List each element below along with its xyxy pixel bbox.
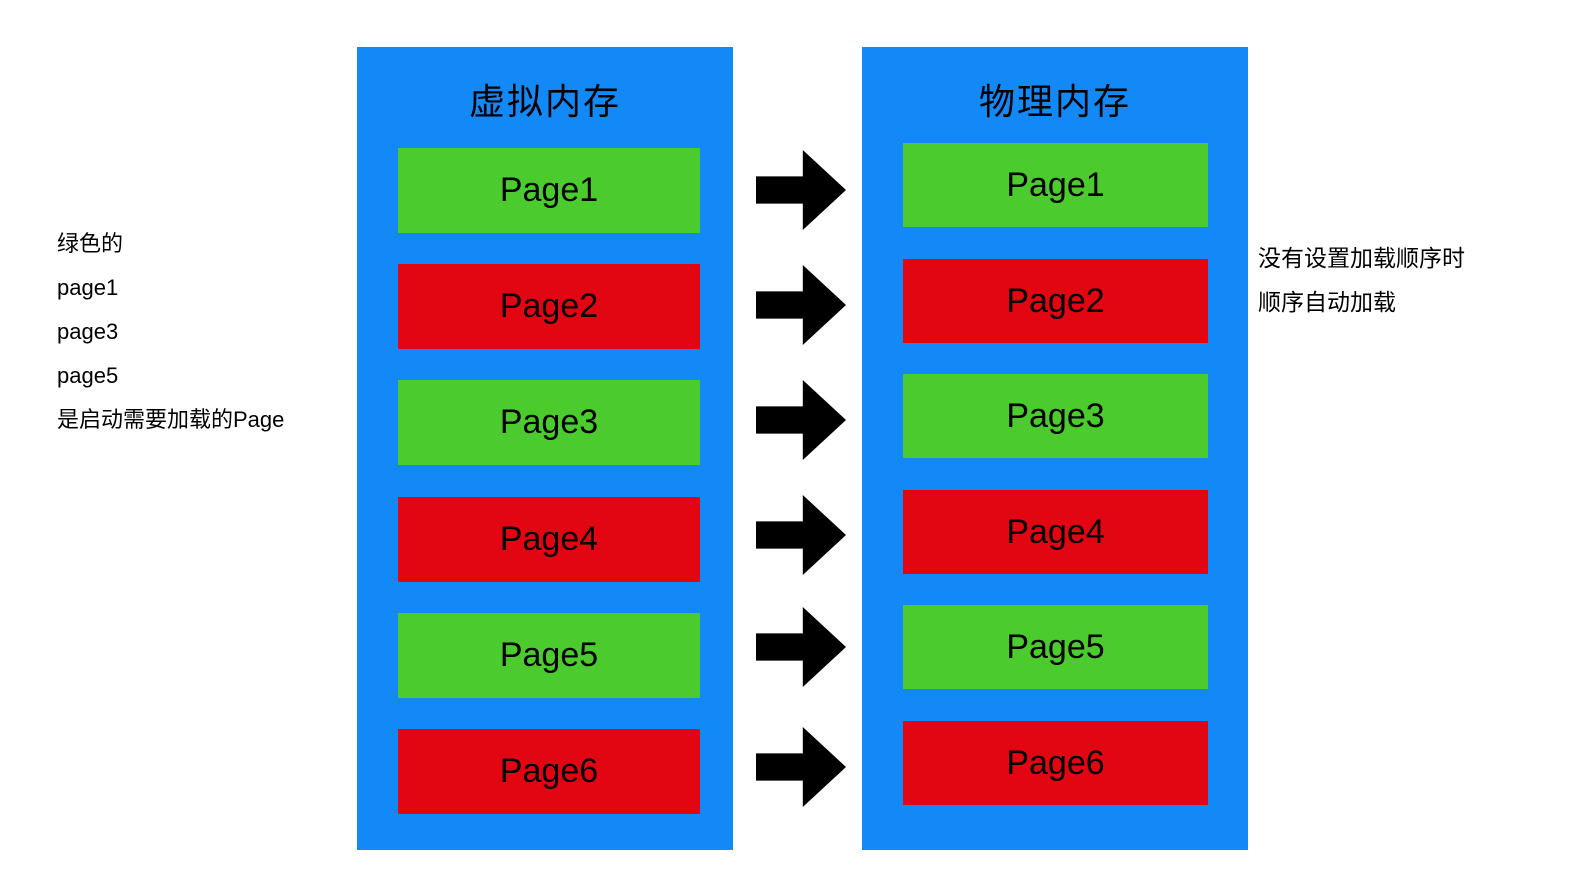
physical-page-box: Page5 xyxy=(903,605,1208,689)
physical-page-box: Page3 xyxy=(903,374,1208,458)
physical-page-box: Page4 xyxy=(903,490,1208,574)
physical-memory-column: 物理内存 Page1 Page2 Page3 Page4 Page5 Page6 xyxy=(862,47,1248,850)
page-label: Page1 xyxy=(499,171,599,209)
virtual-memory-column: 虚拟内存 Page1 Page2 Page3 Page4 Page5 Page6 xyxy=(357,47,733,850)
page-label: Page3 xyxy=(499,403,599,441)
arrow-right-icon xyxy=(756,727,846,807)
green-pages-note: 绿色的 page1 page3 page5 是启动需要加载的Page xyxy=(57,222,284,442)
page-label: Page6 xyxy=(499,752,599,790)
note-line: 是启动需要加载的Page xyxy=(57,407,285,432)
note-line: page1 xyxy=(57,275,119,300)
page-label: Page5 xyxy=(499,636,599,674)
virtual-page-box: Page2 xyxy=(398,264,700,349)
arrow-right-icon xyxy=(756,380,846,460)
arrow-right-icon xyxy=(756,265,846,345)
virtual-memory-title: 虚拟内存 xyxy=(468,81,621,122)
physical-page-box: Page6 xyxy=(903,721,1208,805)
virtual-page-box: Page1 xyxy=(398,148,700,233)
page-label: Page1 xyxy=(1006,165,1105,204)
physical-page-box: Page1 xyxy=(903,143,1208,227)
virtual-page-box: Page5 xyxy=(398,613,700,698)
page-label: Page3 xyxy=(1006,396,1105,435)
load-order-note: 没有设置加载顺序时 顺序自动加载 xyxy=(1258,236,1465,324)
virtual-page-box: Page4 xyxy=(398,497,700,582)
arrow-right-icon xyxy=(756,150,846,230)
arrow-right-icon xyxy=(756,495,846,575)
arrow-right-icon xyxy=(756,607,846,687)
virtual-page-box: Page6 xyxy=(398,729,700,814)
page-label: Page4 xyxy=(1006,512,1105,551)
note-line: page3 xyxy=(57,319,119,344)
physical-page-box: Page2 xyxy=(903,259,1208,343)
page-label: Page5 xyxy=(1006,627,1105,666)
note-line: page5 xyxy=(57,363,119,388)
page-label: Page4 xyxy=(499,520,599,558)
note-line: 顺序自动加载 xyxy=(1258,289,1396,315)
note-line: 绿色的 xyxy=(57,231,124,256)
page-label: Page6 xyxy=(1006,743,1105,782)
note-line: 没有设置加载顺序时 xyxy=(1258,245,1465,271)
page-label: Page2 xyxy=(1006,281,1105,320)
page-label: Page2 xyxy=(499,287,599,325)
virtual-page-box: Page3 xyxy=(398,380,700,465)
physical-memory-title: 物理内存 xyxy=(978,81,1131,122)
